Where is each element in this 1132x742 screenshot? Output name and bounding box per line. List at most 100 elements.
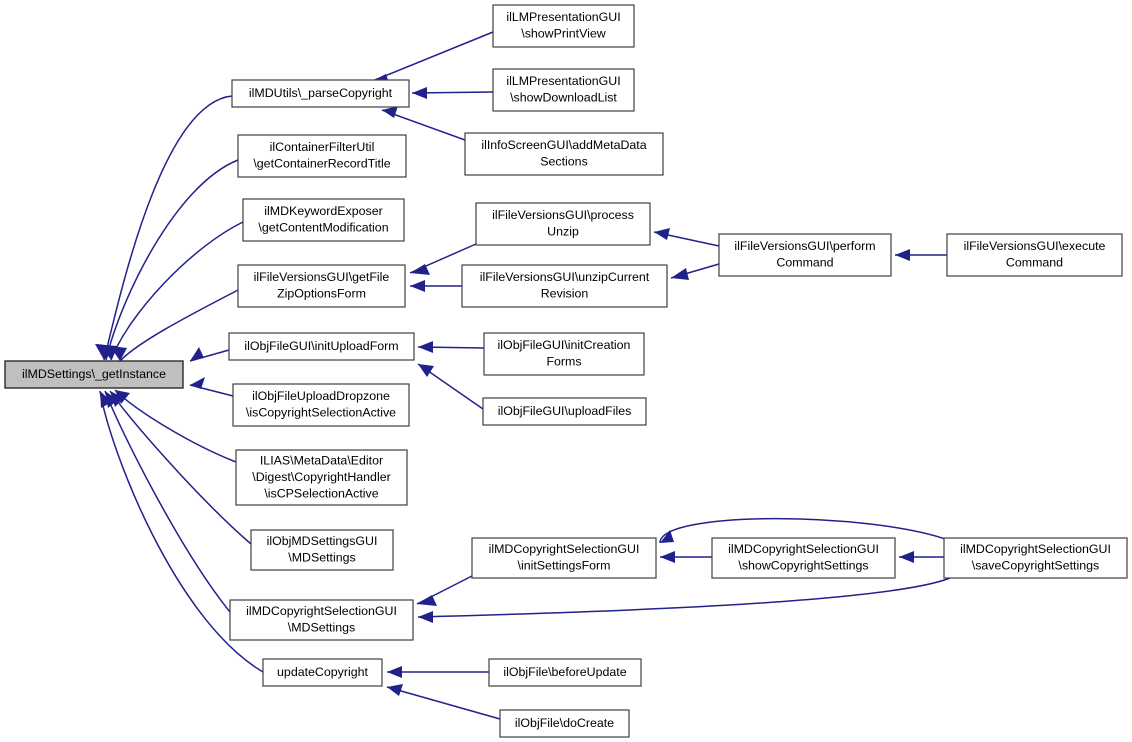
node-label-line: ilFileVersionsGUI\process [492,208,634,222]
graph-node-updateCopyright[interactable]: updateCopyright [262,658,383,687]
node-box[interactable] [492,68,635,112]
node-box[interactable] [943,537,1128,579]
edge-addMetaDataSections-to-parseCopyright [381,106,466,141]
edge-line [99,390,264,673]
node-label-line: \showCopyrightSettings [738,559,868,573]
node-box[interactable] [237,264,406,308]
arrowhead-icon [418,611,433,623]
graph-node-isCopyrightSelectionActive[interactable]: ilObjFileUploadDropzone\isCopyrightSelec… [232,383,410,427]
node-box[interactable] [483,332,645,376]
graph-node-getContainerRecordTitle[interactable]: ilContainerFilterUtil\getContainerRecord… [237,134,407,178]
node-box[interactable] [475,202,651,246]
edge-showDownloadList-to-parseCopyright [411,87,494,99]
node-box[interactable] [235,449,408,506]
edge-line [109,390,252,545]
edge-mdCopyrightSelectionMDSettings-to-getInstance [104,390,231,613]
arrowhead-icon [410,280,425,292]
arrowhead-icon [654,228,670,240]
arrowhead-icon [899,551,914,563]
node-box[interactable] [718,233,892,277]
arrowhead-icon [418,364,434,377]
edge-getContentModification-to-getInstance [101,221,244,361]
graph-node-getContentModification[interactable]: ilMDKeywordExposer\getContentModificatio… [242,198,405,242]
graph-node-showPrintView[interactable]: ilLMPresentationGUI\showPrintView [492,4,635,48]
edge-isCopyrightSelectionActive-to-getInstance [189,377,234,397]
node-label-line: ilObjFileGUI\uploadFiles [498,404,632,418]
node-box[interactable] [499,709,630,738]
node-label-line: \Digest\CopyrightHandler [252,470,390,484]
node-label-line: \showPrintView [521,27,606,41]
node-box[interactable] [228,332,415,361]
node-label-line: Command [776,256,833,270]
arrowhead-icon [895,249,910,261]
node-box[interactable] [482,397,647,426]
edge-doCreate-to-updateCopyright [386,684,501,720]
graph-node-saveCopyrightSettings[interactable]: ilMDCopyrightSelectionGUI\saveCopyrightS… [943,537,1128,579]
node-box[interactable] [250,529,394,571]
edge-processUnzip-to-getFileZipOptionsForm [409,243,477,275]
node-box[interactable] [242,198,405,242]
graph-node-objMDSettingsGUI[interactable]: ilObjMDSettingsGUI\MDSettings [250,529,394,571]
edge-line [104,390,231,613]
node-box[interactable] [4,360,184,389]
node-box[interactable] [471,537,657,579]
node-box[interactable] [492,4,635,48]
node-label-line: Revision [541,287,589,301]
edge-performCommand-to-processUnzip [653,228,720,247]
edge-line [386,686,501,720]
edge-uploadFiles-to-initUploadForm [417,363,484,410]
node-box[interactable] [232,383,410,427]
node-label-line: Unzip [547,225,579,239]
node-label-line: ilMDKeywordExposer [264,204,382,218]
node-box[interactable] [946,233,1123,277]
node-box[interactable] [461,264,668,308]
node-box[interactable] [464,132,664,176]
graph-node-parseCopyright[interactable]: ilMDUtils\_parseCopyright [231,79,410,108]
edge-performCommand-to-unzipCurrentRevision [670,263,720,280]
arrowhead-icon [387,684,403,696]
node-label-line: ilObjFile\doCreate [515,716,614,730]
edge-objMDSettingsGUI-to-getInstance [109,390,252,545]
node-box[interactable] [488,658,642,687]
node-label-line: Sections [540,155,588,169]
graph-node-uploadFiles[interactable]: ilObjFileGUI\uploadFiles [482,397,647,426]
arrowhead-icon [387,666,402,678]
graph-node-initSettingsForm[interactable]: ilMDCopyrightSelectionGUI\initSettingsFo… [471,537,657,579]
node-label-line: \isCPSelectionActive [264,486,378,500]
node-label-line: ilMDCopyrightSelectionGUI [728,542,879,556]
edge-line [369,31,494,83]
graph-node-isCPSelectionActive[interactable]: ILIAS\MetaData\Editor\Digest\CopyrightHa… [235,449,408,506]
graph-node-getInstance[interactable]: ilMDSettings\_getInstance [4,360,184,389]
node-label-line: ilObjFileGUI\initUploadForm [244,339,398,353]
edge-getContainerRecordTitle-to-getInstance [97,159,239,361]
node-label-line: ilObjFileGUI\initCreation [498,338,631,352]
node-label-line: ilObjMDSettingsGUI [267,534,378,548]
graph-node-mdCopyrightSelectionMDSettings[interactable]: ilMDCopyrightSelectionGUI\MDSettings [229,599,414,641]
graph-node-doCreate[interactable]: ilObjFile\doCreate [499,709,630,738]
node-label-line: ilFileVersionsGUI\perform [734,239,875,253]
node-box[interactable] [229,599,414,641]
node-box[interactable] [711,537,896,579]
graph-node-showDownloadList[interactable]: ilLMPresentationGUI\showDownloadList [492,68,635,112]
graph-node-initUploadForm[interactable]: ilObjFileGUI\initUploadForm [228,332,415,361]
graph-node-showCopyrightSettings[interactable]: ilMDCopyrightSelectionGUI \showCopyrightS… [711,537,896,579]
arrowhead-icon [671,268,689,280]
node-box[interactable] [231,79,410,108]
graph-node-beforeUpdate[interactable]: ilObjFile\beforeUpdate [488,658,642,687]
edge-saveCopyrightSettings-to-initSettingsForm [659,517,949,544]
arrowhead-icon [660,551,675,563]
node-label-line: Command [1006,256,1063,270]
node-label-line: ilMDCopyrightSelectionGUI [246,604,397,618]
node-box[interactable] [237,134,407,178]
node-box[interactable] [262,658,383,687]
edge-getFileZipOptionsForm-to-getInstance [110,289,239,362]
